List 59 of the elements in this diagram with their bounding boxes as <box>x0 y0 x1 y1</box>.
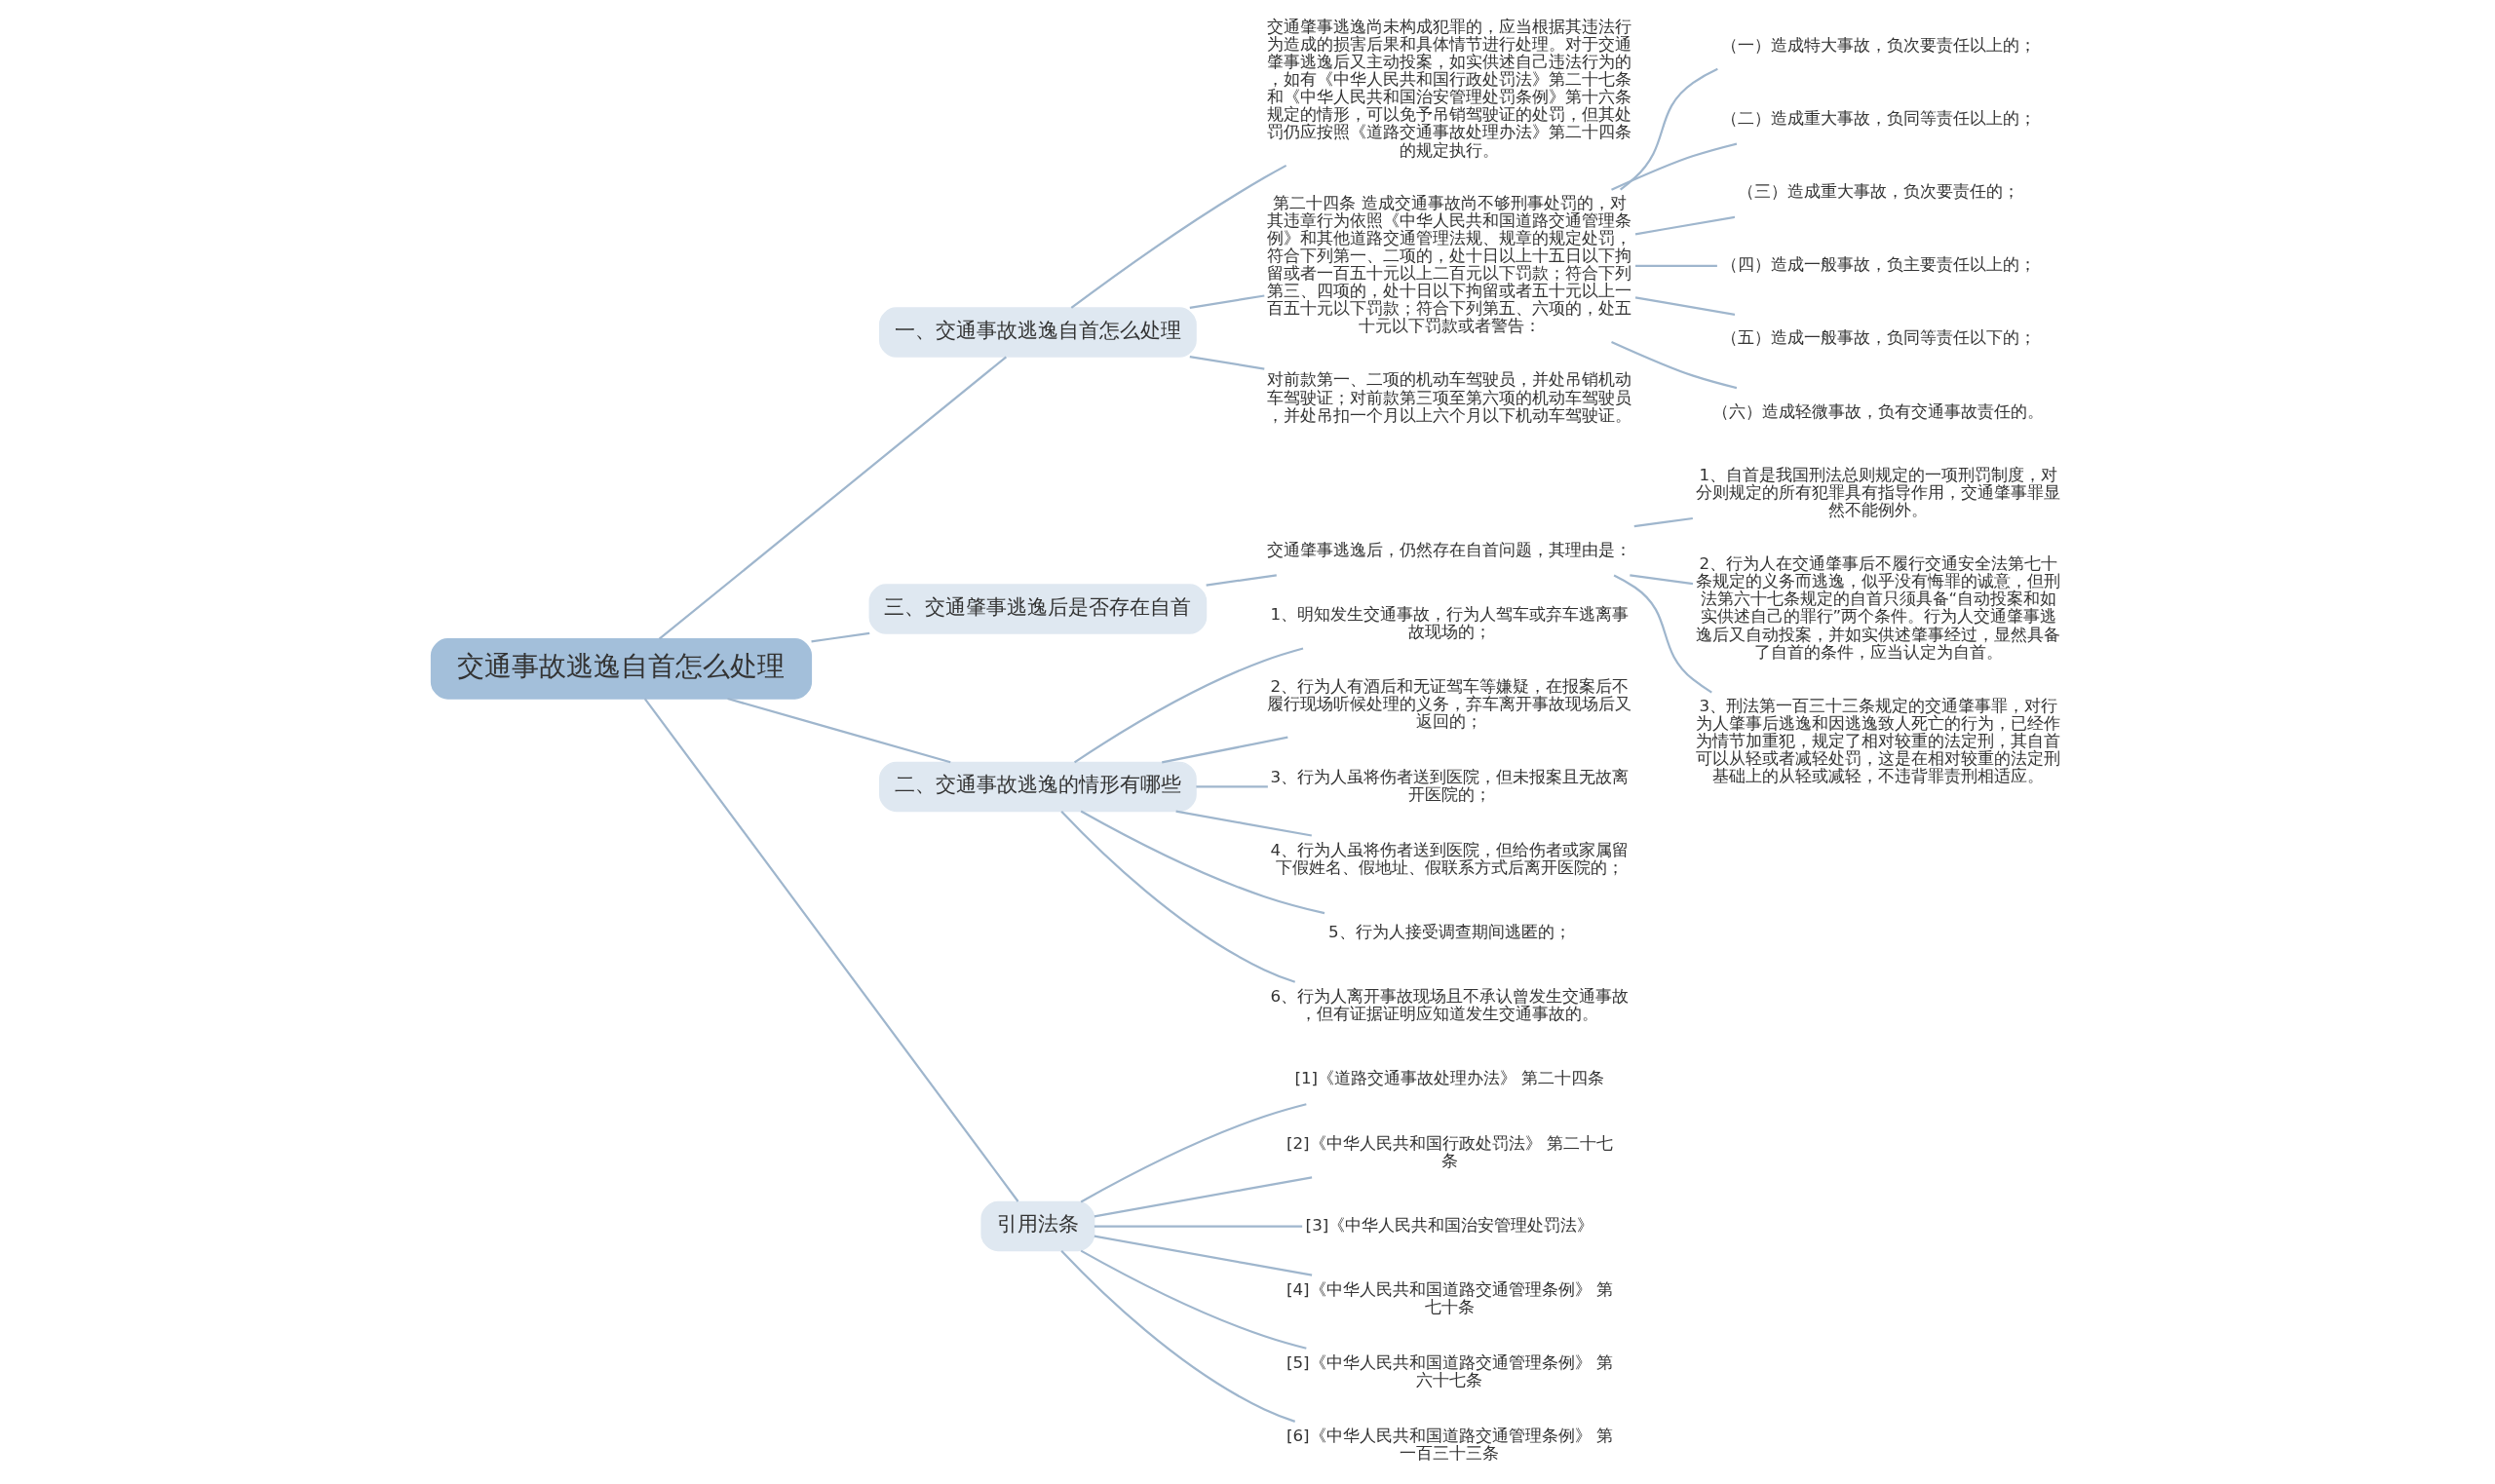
connector <box>1080 1249 1307 1350</box>
connector <box>1070 164 1287 309</box>
connector <box>1060 1250 1296 1423</box>
node-text: [2]《中华人民共和国行政处罚法》 第二十七条 <box>1286 1132 1613 1170</box>
connector <box>1073 647 1304 764</box>
node-text: 交通肇事逃逸后，仍然存在自首问题，其理由是： <box>1267 539 1632 559</box>
node-text: [4]《中华人民共和国道路交通管理条例》 第七十条 <box>1286 1278 1613 1317</box>
node-text: （四）造成一般事故，负主要责任以上的； <box>1720 254 2036 275</box>
node-text: 1、明知发生交通事故，行为人驾车或弃车逃离事故现场的； <box>1270 603 1630 641</box>
connector <box>1080 1103 1307 1203</box>
node-text: 3、行为人虽将伤者送到医院，但未报案且无故离开医院的； <box>1270 766 1630 804</box>
node-text: [1]《道路交通事故处理办法》 第二十四条 <box>1294 1068 1605 1088</box>
node-box: 交通事故逃逸自首怎么处理 <box>430 638 813 700</box>
node-box: 二、交通事故逃逸的情形有哪些 <box>879 761 1197 813</box>
connector <box>1094 1235 1313 1276</box>
connector <box>811 631 870 643</box>
node-text: [6]《中华人民共和国道路交通管理条例》 第一百三十三条 <box>1286 1426 1613 1464</box>
node-text: （一）造成特大事故，负次要责任以上的； <box>1720 34 2036 55</box>
connector <box>1080 810 1325 915</box>
node-box: 一、交通事故逃逸自首怎么处理 <box>879 307 1197 358</box>
connector <box>1189 356 1265 370</box>
node-box: 引用法条 <box>980 1200 1095 1252</box>
connector <box>727 697 951 764</box>
connector <box>1189 294 1265 310</box>
node-text: [3]《中华人民共和国治安管理处罚法》 <box>1305 1214 1594 1235</box>
connector <box>1611 340 1738 390</box>
node-text: （二）造成重大事故，负同等责任以上的； <box>1720 107 2036 128</box>
node-text: 交通肇事逃逸尚未构成犯罪的，应当根据其违法行为造成的损害后果和具体情节进行处理。对于交通肇事逃逸后又主动投案，如实供述自己违法行为的，如有《中华人民共和国行政处罚法》第二十七条和《中华人民共和国治安管理处罚条例》第十六条规定的情形，可以免予吊销驾驶证的处罚，但其处罚仍应按照《道路交通事故处理办法》第二十四条的规定执行。 <box>1267 16 1632 160</box>
connector <box>1635 264 1717 267</box>
connector <box>1634 215 1736 236</box>
node-text: 2、行为人有酒后和无证驾车等嫌疑，在报案后不履行现场听候处理的义务，弃车离开事故现场后又返回的； <box>1267 676 1632 732</box>
node-text: 1、自首是我国刑法总则规定的一项刑罚制度，对分则规定的所有犯罪具有指导作用，交通肇事罪显然不能例外。 <box>1696 464 2061 520</box>
node-text: 3、刑法第一百三十三条规定的交通肇事罪，对行为人肇事后逃逸和因逃逸致人死亡的行为，已经作为情节加重犯，规定了相对较重的法定刑，其自首可以从轻或者减轻处罚，这是在相对较重的法定刑基础上的从轻或减轻，不违背罪责刑相适应。 <box>1696 695 2061 786</box>
node-text: 对前款第一、二项的机动车驾驶员，并处吊销机动车驾驶证；对前款第三项至第六项的机动车驾驶员，并处吊扣一个月以上六个月以下机动车驾驶证。 <box>1267 369 1632 425</box>
connector <box>1611 142 1738 191</box>
node-text: 4、行为人虽将伤者送到医院，但给伤者或家属留下假姓名、假地址、假联系方式后离开医院的； <box>1270 839 1630 877</box>
connector <box>1162 736 1288 764</box>
connector <box>1094 1176 1313 1218</box>
node-text: 第二十四条 造成交通事故尚不够刑事处罚的，对其违章行为依照《中华人民共和国道路交通管理条例》和其他道路交通管理法规、规章的规定处罚，符合下列第一、二项的，处十日以上十五日以下拘留或者一百五十元以上二百元以下罚款；符合下列第三、四项的，处十日以下拘留或者五十元以上一百五十元以下罚款；符合下列第五、六项的，处五十元以下罚款或者警告： <box>1267 192 1632 336</box>
node-text: （六）造成轻微事故，负有交通事故责任的。 <box>1712 400 2045 421</box>
connector <box>1630 574 1694 586</box>
node-text: （三）造成重大事故，负次要责任的； <box>1737 180 2019 201</box>
connector <box>1620 67 1718 191</box>
node-text: 2、行为人在交通肇事后不履行交通安全法第七十条规定的义务而逃逸，似乎没有悔罪的诚意，但刑法第六十七条规定的自首只须具备“自动投案和如实供述自己的罪行”两个条件。行为人交通肇事逃逸后又自动投案，并如实供述肇事经过，显然具备了自首的条件，应当认定为自首。 <box>1696 553 2061 662</box>
connector <box>1633 516 1693 528</box>
node-box: 三、交通肇事逃逸后是否存在自首 <box>868 584 1208 634</box>
connector <box>1613 574 1712 694</box>
node-text: （五）造成一般事故，负同等责任以下的； <box>1720 327 2036 348</box>
node-text: 5、行为人接受调查期间逃匿的； <box>1328 922 1571 942</box>
connector <box>1634 296 1736 316</box>
connector <box>1196 785 1268 788</box>
connector <box>1060 810 1296 983</box>
connector <box>643 698 1019 1202</box>
node-text: [5]《中华人民共和国道路交通管理条例》 第六十七条 <box>1286 1352 1613 1390</box>
connector <box>1094 1225 1303 1228</box>
connector <box>1206 574 1277 587</box>
node-text: 6、行为人离开事故现场且不承认曾发生交通事故，但有证据证明应知道发生交通事故的。 <box>1270 986 1630 1024</box>
connector <box>658 356 1008 640</box>
connector <box>1175 810 1313 837</box>
